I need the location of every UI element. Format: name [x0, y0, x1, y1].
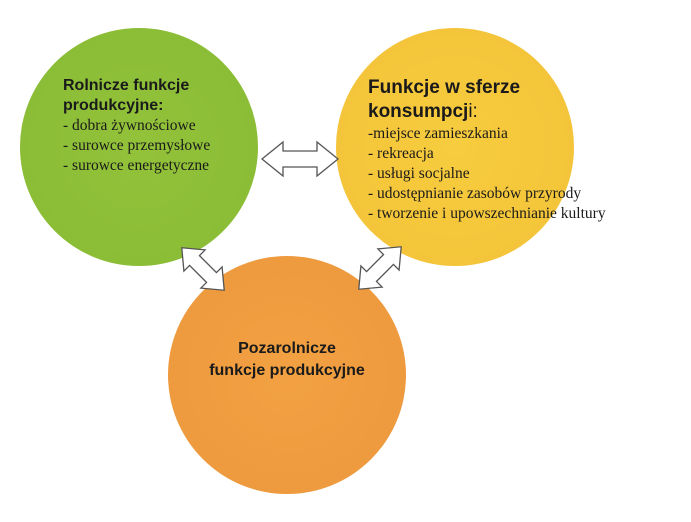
title-line: Pozarolnicze — [238, 340, 336, 357]
title-line-bold-part: konsumpcj — [368, 101, 469, 122]
agricultural-functions-title: Rolnicze funkcje produkcyjne: — [63, 76, 210, 116]
list-item: - rekreacja — [368, 145, 434, 162]
consumption-functions-text: Funkcje w sferze konsumpcji: -miejsce za… — [368, 76, 606, 224]
agricultural-functions-text: Rolnicze funkcje produkcyjne: - dobra ży… — [63, 76, 210, 176]
title-line: Rolnicze funkcje — [63, 77, 190, 94]
double-arrow-left-diagonal — [181, 247, 225, 291]
list-item: - surowce przemysłowe — [63, 137, 211, 154]
non-agricultural-functions-circle — [168, 256, 406, 494]
double-arrow-horizontal — [260, 140, 340, 178]
list-item: - tworzenie i upowszechnianie kultury — [368, 205, 606, 222]
title-line: Funkcje w sferze — [368, 77, 521, 98]
list-item: - dobra żywnościowe — [63, 117, 196, 134]
non-agricultural-functions-title: Pozarolnicze funkcje produkcyjne — [168, 338, 406, 382]
consumption-functions-title: Funkcje w sferze konsumpcji: — [368, 76, 606, 124]
list-item: - usługi socjalne — [368, 165, 470, 182]
list-item: - udostępnianie zasobów przyrody — [368, 185, 582, 202]
title-line: funkcje produkcyjne — [209, 362, 365, 379]
title-line: produkcyjne: — [63, 97, 164, 114]
agricultural-functions-circle — [20, 28, 258, 266]
list-item: - surowce energetyczne — [63, 157, 210, 174]
title-line: konsumpcji: — [368, 100, 606, 124]
list-item: -miejsce zamieszkania — [368, 125, 508, 142]
consumption-functions-circle — [336, 28, 574, 266]
double-arrow-right-diagonal — [358, 246, 402, 290]
title-line-suffix: i: — [468, 101, 478, 122]
